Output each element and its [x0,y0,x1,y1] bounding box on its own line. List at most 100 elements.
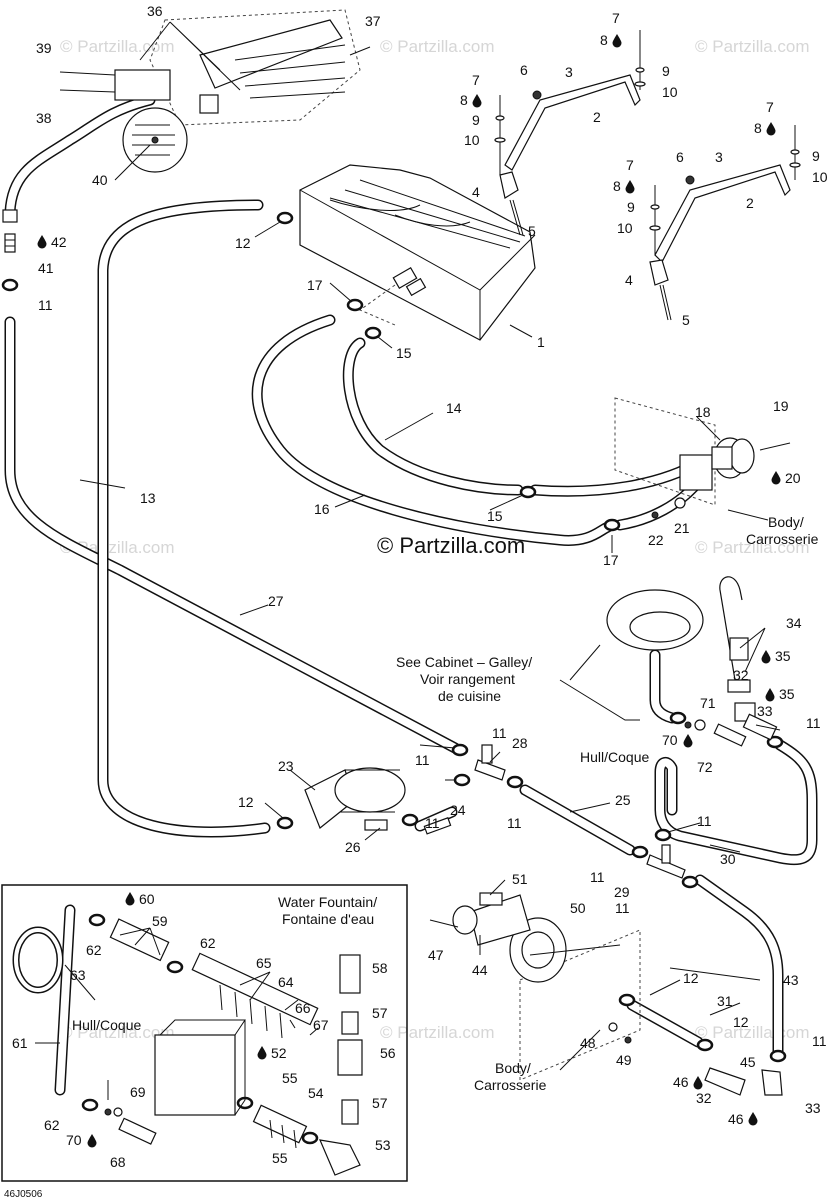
watermark: © Partzilla.com [60,37,175,56]
callout-69: 69 [130,1084,146,1100]
callout-58: 58 [372,960,388,976]
callout-15: 15 [487,508,503,524]
note-see-cabinet: See Cabinet – Galley/ [396,654,532,670]
callout-55: 55 [282,1070,298,1086]
callout-20: 20 [785,470,801,486]
callout-2: 2 [593,109,601,125]
callout-11: 11 [425,815,440,831]
callout-54: 54 [308,1085,324,1101]
note-body-bottom-fr: Carrosserie [474,1077,547,1093]
callout-9: 9 [472,112,480,128]
callout-8: 8 [600,32,608,48]
callout-1: 1 [537,334,545,350]
callout-27: 27 [268,593,284,609]
callout-7: 7 [472,72,480,88]
callout-17: 17 [603,552,619,568]
callout-63: 63 [70,967,86,983]
note-hull-right: Hull/Coque [580,749,649,765]
callout-45: 45 [740,1054,756,1070]
callout-46: 46 [673,1074,689,1090]
callout-51: 51 [512,871,528,887]
callout-61: 61 [12,1035,28,1051]
callout-48: 48 [580,1035,596,1051]
callout-3: 3 [715,149,723,165]
callout-37: 37 [365,13,381,29]
callout-6: 6 [520,62,528,78]
callout-65: 65 [256,955,272,971]
callout-62: 62 [44,1117,60,1133]
callout-18: 18 [695,404,711,420]
callout-33: 33 [757,703,773,719]
leader-lines [35,21,781,1100]
note-see-cabinet-fr1: Voir rangement [420,671,515,687]
note-water-fountain-fr: Fontaine d'eau [282,911,374,927]
callout-8: 8 [460,92,468,108]
callout-14: 14 [446,400,462,416]
callout-30: 30 [720,851,736,867]
callout-10: 10 [812,169,828,185]
watermark: © Partzilla.com [695,538,810,557]
callout-4: 4 [625,272,633,288]
callout-11: 11 [806,715,821,731]
callout-36: 36 [147,3,163,19]
callout-9: 9 [662,63,670,79]
callout-4: 4 [472,184,480,200]
callout-38: 38 [36,110,52,126]
callout-12: 12 [235,235,251,251]
callout-64: 64 [278,974,294,990]
note-see-cabinet-fr2: de cuisine [438,688,501,704]
callout-70: 70 [66,1132,82,1148]
callout-7: 7 [766,99,774,115]
callout-11: 11 [507,815,522,831]
callout-7: 7 [612,10,620,26]
callout-57: 57 [372,1005,388,1021]
water-tank [299,164,536,341]
callout-labels: 1 2 2 3 3 4 4 5 5 6 6 7 7 7 7 8 8 8 8 9 … [12,3,828,1170]
callout-43: 43 [783,972,799,988]
callout-11: 11 [415,752,430,768]
callout-11: 11 [615,900,630,916]
callout-24: 24 [450,802,466,818]
inset-water-fountain [1,884,408,1182]
callout-34: 34 [786,615,802,631]
callout-7: 7 [626,157,634,173]
callout-2: 2 [746,195,754,211]
left-fittings [1,209,19,292]
callout-62: 62 [200,935,216,951]
callout-5: 5 [528,223,536,239]
callout-11: 11 [697,813,712,829]
note-body-right-fr: Carrosserie [746,531,819,547]
callout-33: 33 [805,1100,821,1116]
callout-68: 68 [110,1154,126,1170]
note-hull-inset: Hull/Coque [72,1017,141,1033]
water-heater-assembly [59,9,361,173]
callout-32: 32 [733,667,749,683]
tee-fittings [474,744,686,879]
callout-66: 66 [295,1000,311,1016]
callout-25: 25 [615,792,631,808]
callout-9: 9 [627,199,635,215]
fill-inlet [614,397,791,519]
galley-sink [606,576,778,747]
callout-35: 35 [775,648,791,664]
callout-11: 11 [812,1033,827,1049]
note-body-bottom: Body/ [495,1060,531,1076]
hoses [4,94,818,1058]
callout-60: 60 [139,891,155,907]
callout-12: 12 [238,794,254,810]
callout-23: 23 [278,758,294,774]
callout-9: 9 [812,148,820,164]
callout-21: 21 [674,520,690,536]
callout-62: 62 [86,942,102,958]
callout-56: 56 [380,1045,396,1061]
callout-71: 71 [700,695,716,711]
watermark: © Partzilla.com [60,1023,175,1042]
callout-35: 35 [779,686,795,702]
callout-17: 17 [307,277,323,293]
callout-12: 12 [683,970,699,986]
callout-50: 50 [570,900,586,916]
callout-10: 10 [464,132,480,148]
callout-5: 5 [682,312,690,328]
callout-15: 15 [396,345,412,361]
